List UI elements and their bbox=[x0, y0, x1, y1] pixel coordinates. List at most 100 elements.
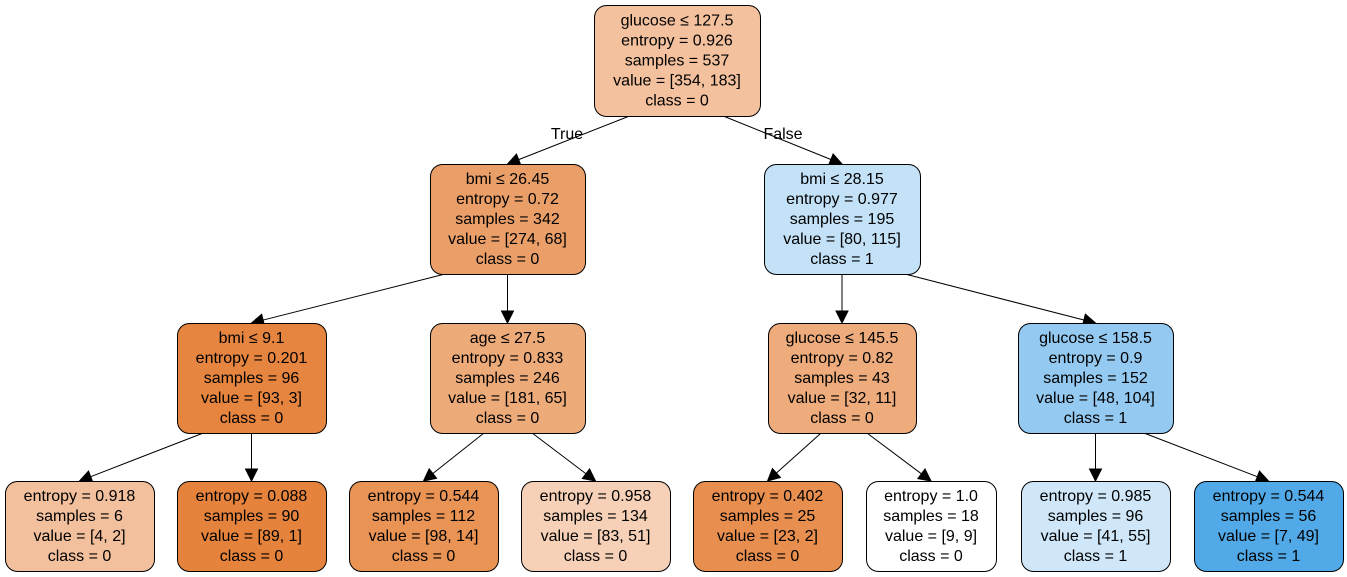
node-text-line: entropy = 0.201 bbox=[196, 350, 308, 367]
node-text-line: samples = 56 bbox=[1221, 508, 1317, 525]
edge-line bbox=[1143, 432, 1258, 478]
edge-n6-n14 bbox=[1143, 432, 1270, 483]
node-text-line: value = [354, 183] bbox=[613, 73, 741, 90]
node-text-line: class = 0 bbox=[392, 548, 456, 565]
node-text-line: samples = 152 bbox=[1043, 370, 1148, 387]
node-text-line: entropy = 0.977 bbox=[786, 191, 898, 208]
node-text-line: class = 0 bbox=[48, 548, 112, 565]
node-text-line: class = 0 bbox=[564, 548, 628, 565]
edge-n4-n10 bbox=[531, 432, 597, 482]
edge-line bbox=[531, 432, 587, 475]
node-text-line: value = [181, 65] bbox=[448, 390, 567, 407]
edge-n5-n11 bbox=[766, 432, 822, 482]
node-text-line: value = [83, 51] bbox=[541, 528, 651, 545]
node-text-line: class = 0 bbox=[476, 251, 540, 268]
node-box bbox=[177, 323, 327, 434]
node-text-line: value = [7, 49] bbox=[1218, 528, 1319, 545]
node-text-line: class = 1 bbox=[1237, 548, 1301, 565]
node-text-line: samples = 537 bbox=[625, 53, 730, 70]
node-box bbox=[1021, 481, 1171, 572]
node-text-line: value = [4, 2] bbox=[33, 528, 125, 545]
node-text-line: class = 0 bbox=[220, 410, 284, 427]
node-text-line: entropy = 0.926 bbox=[621, 33, 733, 50]
node-text-line: samples = 195 bbox=[790, 211, 895, 228]
edge-n5-n12 bbox=[866, 432, 932, 482]
edge-line bbox=[518, 115, 630, 161]
node-text-line: value = [89, 1] bbox=[201, 528, 302, 545]
node-text-line: entropy = 0.833 bbox=[452, 350, 564, 367]
edge-arrowhead bbox=[766, 467, 782, 482]
node-text-line: bmi ≤ 9.1 bbox=[219, 330, 285, 347]
node-text-line: entropy = 0.9 bbox=[1049, 350, 1143, 367]
node-text-line: entropy = 1.0 bbox=[884, 488, 978, 505]
edge-n0-n2: False bbox=[723, 115, 844, 166]
tree-node-n4: age ≤ 27.5 entropy = 0.833 samples = 246 va… bbox=[430, 323, 586, 434]
edge-arrowhead bbox=[506, 153, 522, 166]
tree-node-n9: entropy = 0.544 samples = 112 value = [98,… bbox=[349, 481, 499, 572]
node-box bbox=[594, 5, 761, 117]
node-text-line: value = [98, 14] bbox=[369, 528, 479, 545]
edges-layer: True False bbox=[78, 115, 1270, 483]
node-box bbox=[1194, 481, 1344, 572]
edge-line bbox=[432, 432, 485, 474]
node-text-line: bmi ≤ 26.45 bbox=[466, 171, 550, 188]
edge-n6-n13 bbox=[1088, 433, 1103, 483]
edge-line bbox=[263, 273, 446, 321]
node-box bbox=[1018, 323, 1174, 434]
node-text-line: glucose ≤ 158.5 bbox=[1039, 330, 1152, 347]
nodes-layer: glucose ≤ 127.5 entropy = 0.926 samples = … bbox=[5, 5, 1344, 572]
node-text-line: samples = 43 bbox=[794, 370, 890, 387]
node-text-line: class = 0 bbox=[736, 548, 800, 565]
node-text-line: samples = 246 bbox=[455, 370, 560, 387]
node-text-line: samples = 134 bbox=[543, 508, 648, 525]
edge-label-false: False bbox=[763, 126, 802, 143]
node-text-line: class = 0 bbox=[899, 548, 963, 565]
edge-arrowhead bbox=[1088, 468, 1103, 483]
node-text-line: value = [23, 2] bbox=[717, 528, 818, 545]
node-box bbox=[430, 164, 586, 275]
node-box bbox=[866, 481, 997, 572]
node-text-line: samples = 112 bbox=[372, 508, 475, 525]
edge-arrowhead bbox=[500, 310, 515, 325]
edge-label-true: True bbox=[551, 126, 583, 143]
node-text-line: glucose ≤ 127.5 bbox=[621, 13, 734, 30]
node-text-line: value = [9, 9] bbox=[885, 528, 977, 545]
edge-arrowhead bbox=[835, 310, 849, 325]
node-text-line: samples = 25 bbox=[720, 508, 816, 525]
edge-n1-n4 bbox=[500, 274, 515, 325]
node-text-line: entropy = 0.958 bbox=[540, 488, 652, 505]
node-text-line: entropy = 0.82 bbox=[791, 350, 894, 367]
edge-line bbox=[904, 273, 1085, 321]
node-text-line: entropy = 0.544 bbox=[1213, 488, 1325, 505]
node-text-line: samples = 96 bbox=[204, 370, 300, 387]
node-text-line: entropy = 0.088 bbox=[196, 488, 308, 505]
node-box bbox=[764, 164, 921, 275]
node-text-line: samples = 342 bbox=[455, 211, 560, 228]
edge-n1-n3 bbox=[250, 273, 446, 327]
node-text-line: class = 0 bbox=[220, 548, 284, 565]
node-text-line: class = 0 bbox=[810, 410, 874, 427]
node-text-line: class = 0 bbox=[645, 93, 709, 110]
node-text-line: value = [48, 104] bbox=[1036, 390, 1155, 407]
edge-arrowhead bbox=[244, 468, 259, 483]
node-text-line: age ≤ 27.5 bbox=[470, 330, 546, 347]
node-text-line: value = [41, 55] bbox=[1041, 528, 1151, 545]
edge-line bbox=[90, 432, 204, 478]
node-text-line: entropy = 0.544 bbox=[368, 488, 480, 505]
tree-node-n10: entropy = 0.958 samples = 134 value = [83,… bbox=[521, 481, 671, 572]
node-box bbox=[349, 481, 499, 572]
node-box bbox=[768, 323, 917, 434]
node-text-line: value = [32, 11] bbox=[788, 390, 897, 407]
tree-node-n14: entropy = 0.544 samples = 56 value = [7, 4… bbox=[1194, 481, 1344, 572]
node-text-line: entropy = 0.918 bbox=[24, 488, 136, 505]
node-text-line: entropy = 0.985 bbox=[1040, 488, 1152, 505]
tree-node-n6: glucose ≤ 158.5 entropy = 0.9 samples = 15… bbox=[1018, 323, 1174, 434]
